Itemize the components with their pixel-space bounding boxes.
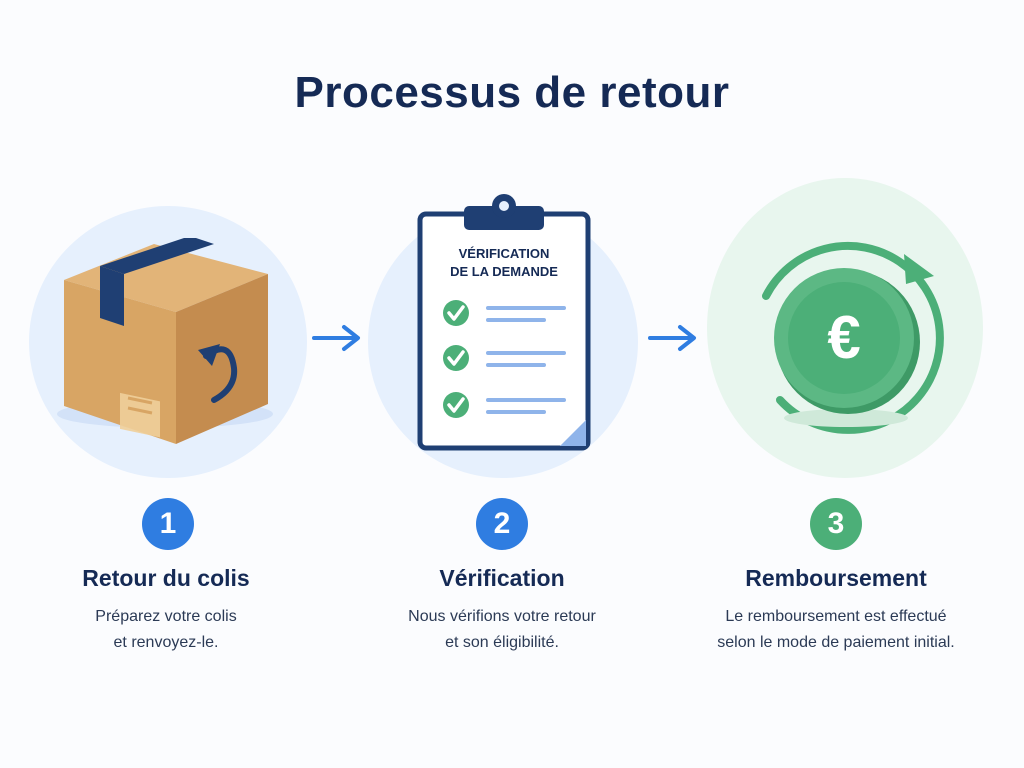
step-title: Retour du colis <box>82 565 250 591</box>
step-description: Nous vérifions votre retour et son éligi… <box>342 604 662 656</box>
step-number-badge: 2 <box>476 498 528 550</box>
euro-refund-icon: € <box>762 241 944 434</box>
step-description-line: Nous vérifions votre retour <box>408 608 596 625</box>
step-description-line: et renvoyez-le. <box>113 634 219 651</box>
clipboard-heading-line1: VÉRIFICATION <box>459 246 550 261</box>
step-description: Préparez votre colis et renvoyez-le. <box>6 604 326 656</box>
arrow-right-icon <box>648 325 696 351</box>
step-number-badge: 3 <box>810 498 862 550</box>
clipboard-heading-line2: DE LA DEMANDE <box>450 264 558 279</box>
step-description-line: Préparez votre colis <box>95 608 237 625</box>
page-title: Processus de retour <box>294 68 730 117</box>
step-title: Vérification <box>439 565 565 591</box>
arrow-right-icon <box>312 325 360 351</box>
return-box-icon <box>57 238 273 444</box>
step-description: Le remboursement est effectué selon le m… <box>676 604 996 656</box>
step-number-badge: 1 <box>142 498 194 550</box>
step-description-line: et son éligibilité. <box>445 634 559 651</box>
euro-symbol: € <box>827 304 860 371</box>
step-description-line: selon le mode de paiement initial. <box>717 634 955 651</box>
step-description-line: Le remboursement est effectué <box>725 608 947 625</box>
step-title: Remboursement <box>745 565 927 591</box>
clipboard-checklist-icon: VÉRIFICATION DE LA DEMANDE <box>417 194 591 451</box>
